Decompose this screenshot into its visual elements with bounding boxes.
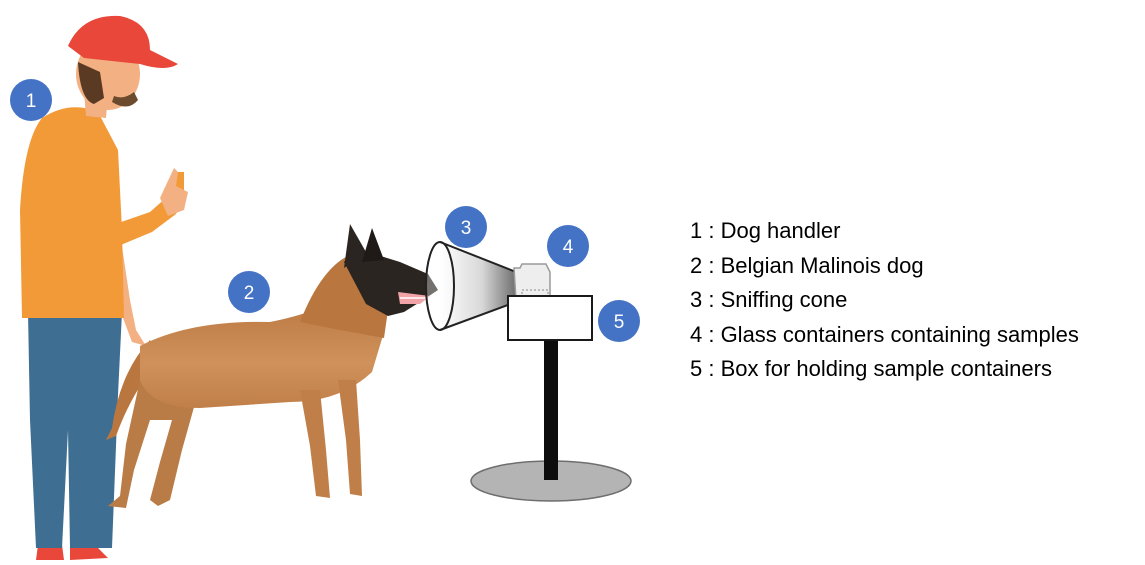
marker-2: 2	[228, 271, 270, 313]
legend-item-dog-handler: 1 : Dog handler	[690, 214, 1079, 249]
handler-jeans	[28, 312, 122, 548]
legend: 1 : Dog handler 2 : Belgian Malinois dog…	[690, 214, 1079, 387]
marker-5: 5	[598, 300, 640, 342]
marker-1: 1	[10, 79, 52, 121]
marker-3: 3	[445, 206, 487, 248]
legend-item-glass-containers: 4 : Glass containers containing samples	[690, 318, 1079, 353]
stand-pole	[544, 340, 558, 480]
marker-4: 4	[547, 225, 589, 267]
marker-5-label: 5	[614, 312, 625, 333]
marker-1-label: 1	[26, 91, 37, 112]
dog-ear-right	[362, 228, 384, 262]
glass-jar	[514, 264, 550, 300]
marker-2-label: 2	[244, 283, 255, 304]
sniffing-cone	[426, 242, 516, 330]
legend-item-sniffing-cone: 3 : Sniffing cone	[690, 283, 1079, 318]
handler-shirt	[20, 107, 124, 318]
dog-front-legs	[300, 380, 362, 498]
legend-item-sample-box: 5 : Box for holding sample containers	[690, 352, 1079, 387]
sample-box	[508, 296, 592, 340]
marker-3-label: 3	[461, 218, 472, 239]
legend-item-dog: 2 : Belgian Malinois dog	[690, 249, 1079, 284]
cone-opening	[426, 242, 454, 330]
marker-4-label: 4	[563, 237, 574, 258]
belgian-malinois-dog	[106, 224, 438, 508]
